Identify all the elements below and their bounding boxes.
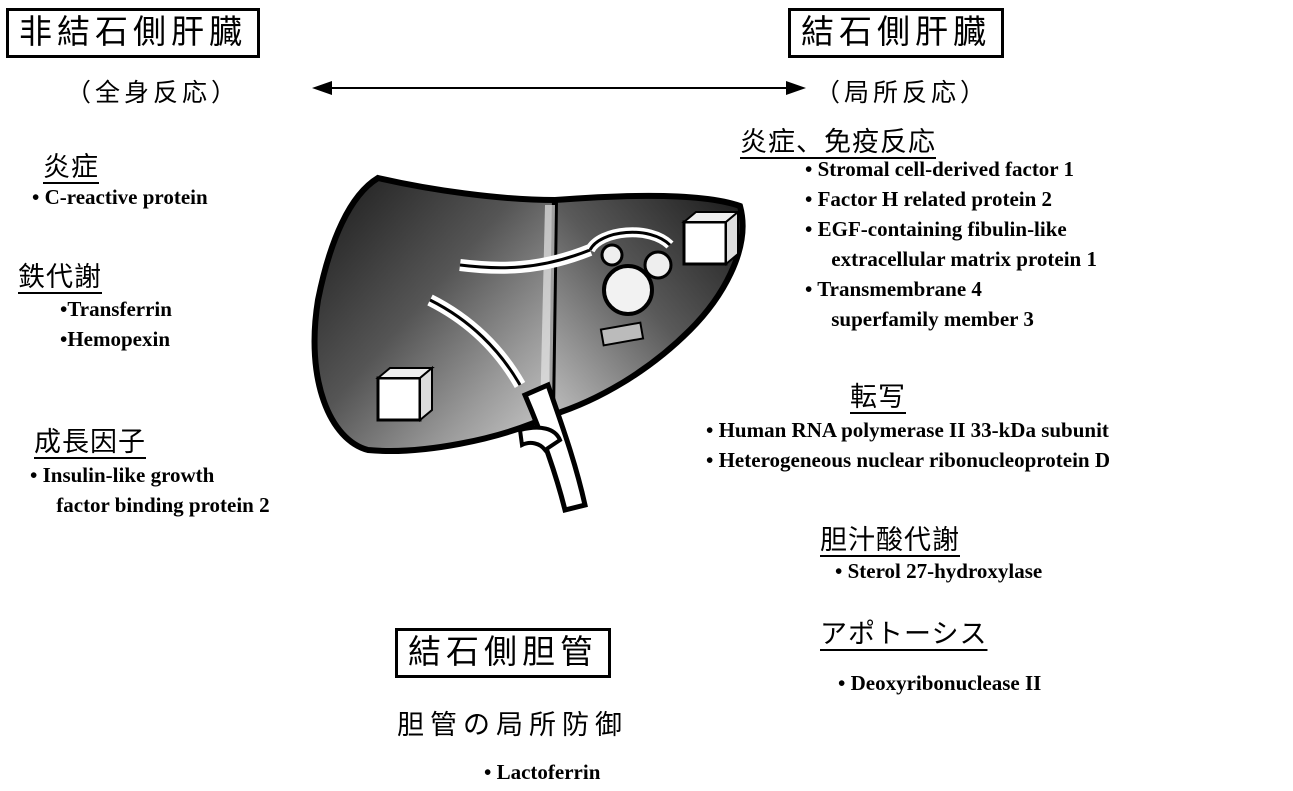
bile-acid-metabolism-heading: 胆汁酸代謝 xyxy=(820,518,960,557)
iron-metabolism-list: •Transferrin •Hemopexin xyxy=(60,294,172,354)
inflammation-list-left: • C-reactive protein xyxy=(32,182,208,212)
list-item: superfamily member 3 xyxy=(805,304,1097,334)
iron-metabolism-heading: 鉄代謝 xyxy=(18,255,102,294)
list-item: • Human RNA polymerase II 33-kDa subunit xyxy=(706,415,1110,445)
gallstone xyxy=(604,266,652,314)
bile-duct-local-defense-label: 胆管の局所防御 xyxy=(397,703,628,742)
bile-duct-list: • Lactoferrin xyxy=(484,757,600,787)
list-item: • Transmembrane 4 xyxy=(805,274,1097,304)
list-item: •Transferrin xyxy=(60,294,172,324)
list-item: • Lactoferrin xyxy=(484,757,600,787)
stone-liver-title: 結石側肝臓 xyxy=(788,8,1004,58)
list-item: factor binding protein 2 xyxy=(30,490,270,520)
local-response-label: （局所反応） xyxy=(815,73,989,109)
list-item: • C-reactive protein xyxy=(32,182,208,212)
apoptosis-heading: アポトーシス xyxy=(820,612,987,651)
growth-factor-list: • Insulin-like growth factor binding pro… xyxy=(30,460,270,520)
growth-factor-heading: 成長因子 xyxy=(34,420,146,459)
stone-bile-duct-title: 結石側胆管 xyxy=(395,628,611,678)
apoptosis-list: • Deoxyribonuclease II xyxy=(838,668,1041,698)
inflammation-immune-list: • Stromal cell-derived factor 1 • Factor… xyxy=(805,154,1097,334)
cube-right xyxy=(684,212,738,264)
list-item: • Factor H related protein 2 xyxy=(805,184,1097,214)
list-item: • Heterogeneous nuclear ribonucleoprotei… xyxy=(706,445,1110,475)
double-arrow xyxy=(312,81,806,95)
list-item: • Insulin-like growth xyxy=(30,460,270,490)
transcription-list: • Human RNA polymerase II 33-kDa subunit… xyxy=(706,415,1110,475)
list-item: extracellular matrix protein 1 xyxy=(805,244,1097,274)
list-item: • Deoxyribonuclease II xyxy=(838,668,1041,698)
systemic-response-label: （全身反応） xyxy=(66,73,240,109)
transcription-heading: 転写 xyxy=(850,375,906,414)
non-stone-liver-title: 非結石側肝臓 xyxy=(6,8,260,58)
list-item: • Stromal cell-derived factor 1 xyxy=(805,154,1097,184)
inflammation-heading-left: 炎症 xyxy=(43,145,99,184)
liver-left-lobe xyxy=(315,178,555,451)
list-item: •Hemopexin xyxy=(60,324,172,354)
list-item: • EGF-containing fibulin-like xyxy=(805,214,1097,244)
list-item: • Sterol 27-hydroxylase xyxy=(835,556,1042,586)
bile-acid-metabolism-list: • Sterol 27-hydroxylase xyxy=(835,556,1042,586)
cube-left xyxy=(378,368,432,420)
